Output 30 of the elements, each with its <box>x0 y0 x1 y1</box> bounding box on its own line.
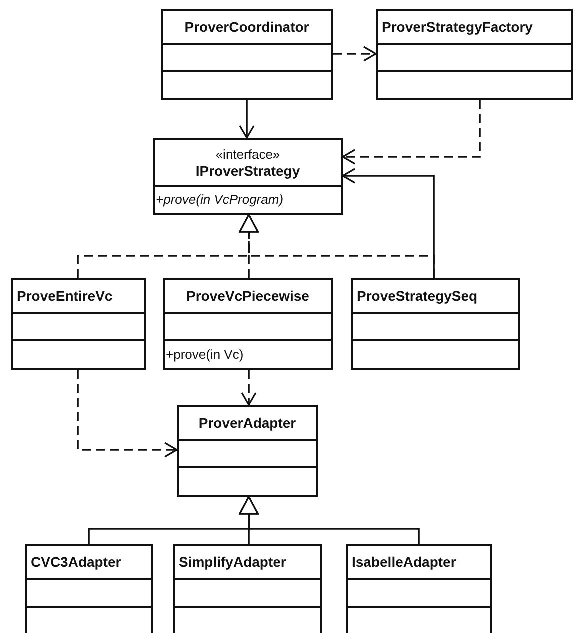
class-box <box>25 544 153 633</box>
class-box <box>346 544 492 633</box>
dependency-arrow <box>333 46 377 62</box>
class-name: IsabelleAdapter <box>351 554 458 570</box>
realization-arrow <box>239 214 435 278</box>
method-signature: +prove(in VcProgram) <box>155 192 285 208</box>
stereotype-label: «interface» <box>214 146 282 163</box>
class-box <box>161 9 333 100</box>
class-name: SimplifyAdapter <box>178 554 288 570</box>
class-name: IProverStrategy <box>194 162 302 179</box>
class-name: ProverAdapter <box>198 414 298 431</box>
class-box <box>173 544 322 633</box>
class-name: ProveEntireVc <box>16 288 114 304</box>
method-signature: +prove(in Vc) <box>165 346 245 363</box>
class-name: ProverStrategyFactory <box>381 19 534 36</box>
class-box <box>163 278 333 370</box>
class-box <box>376 9 573 100</box>
dependency-arrow <box>342 100 481 165</box>
dependency-arrow <box>77 370 178 458</box>
class-box <box>351 278 520 370</box>
class-name: ProveStrategySeq <box>356 288 479 304</box>
class-name: ProveVcPiecewise <box>186 288 310 304</box>
association-arrow <box>239 100 255 139</box>
class-box <box>11 278 146 370</box>
class-box <box>177 405 318 497</box>
generalization-arrow <box>239 496 420 544</box>
class-name: ProverCoordinator <box>184 19 310 36</box>
dependency-arrow <box>241 370 257 406</box>
class-box <box>153 138 343 215</box>
class-name: CVC3Adapter <box>30 554 122 570</box>
